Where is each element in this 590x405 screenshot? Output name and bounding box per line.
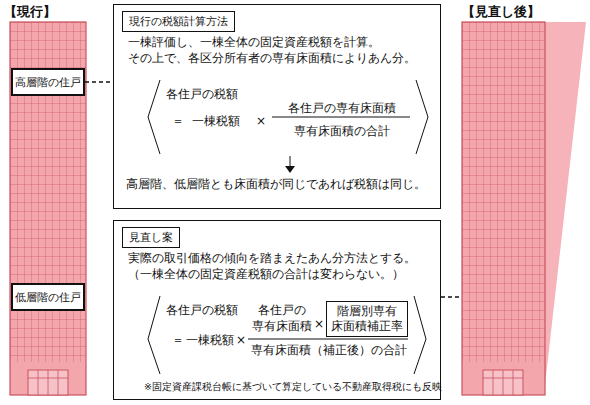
formula-operator: ＝ (172, 333, 184, 349)
correction-box: 階層別専有 床面積補正率 (326, 301, 408, 337)
formula-operator: × (256, 114, 266, 130)
formula-operator: × (314, 317, 324, 333)
formula-operator: × (236, 333, 246, 349)
box-text: 現行の税額計算方法 (129, 15, 228, 28)
fraction-denominator: 専有床面積（補正後）の合計 (249, 343, 409, 359)
section-label: 【見直し後】 (462, 3, 540, 21)
leader-line (441, 296, 462, 298)
fraction-denominator: 専有床面積の合計 (274, 124, 409, 140)
panel-header: 現行の税額計算方法 (122, 11, 235, 32)
down-arrow (285, 166, 295, 173)
description: 一棟評価し、一棟全体の固定資産税額を計算。 その上で、各区分所有者の専有床面積に… (128, 35, 428, 66)
box-text: 低層階の住戸 (15, 290, 81, 305)
box-text: 高層階の住戸 (15, 75, 81, 90)
formula-term: 一棟税額 (186, 333, 234, 349)
box-text: 見直し案 (129, 231, 173, 244)
formula-term: 各住戸の税額 (166, 87, 238, 103)
building-current (10, 22, 86, 395)
method-panel: 一棟評価し、一棟全体の固定資産税額を計算。 その上で、各区分所有者の専有床面積に… (113, 4, 441, 209)
fraction-numerator: 各住戸の専有床面積 (274, 101, 409, 117)
formula-term: 各住戸の税額 (166, 303, 238, 319)
fraction-numerator: 各住戸の 専有床面積 (251, 303, 313, 334)
formula-operator: ＝ (172, 114, 184, 130)
unit-box: 低層階の住戸 (11, 283, 85, 311)
box-text: 階層別専有 床面積補正率 (330, 304, 404, 334)
panel-header: 見直し案 (122, 227, 180, 248)
building-revised (462, 22, 586, 395)
dashed-connector (85, 81, 113, 83)
description: 実際の取引価格の傾向を踏まえたあん分方法とする。 （一棟全体の固定資産税額の合計… (128, 251, 428, 282)
unit-box: 高層階の住戸 (11, 68, 85, 96)
section-label: 【現行】 (4, 3, 56, 21)
formula-marks (148, 80, 428, 168)
method-panel: 実際の取引価格の傾向を踏まえたあん分方法とする。 （一棟全体の固定資産税額の合計… (113, 220, 441, 400)
result-note: 高層階、低層階とも床面積が同じであれば税額は同じ。 (126, 177, 426, 193)
formula-term: 一棟税額 (192, 114, 240, 130)
formula-marks-revised (148, 296, 426, 374)
footnote: ※固定資産課税台帳に基づいて算定している不動産取得税にも反映 (144, 381, 442, 393)
